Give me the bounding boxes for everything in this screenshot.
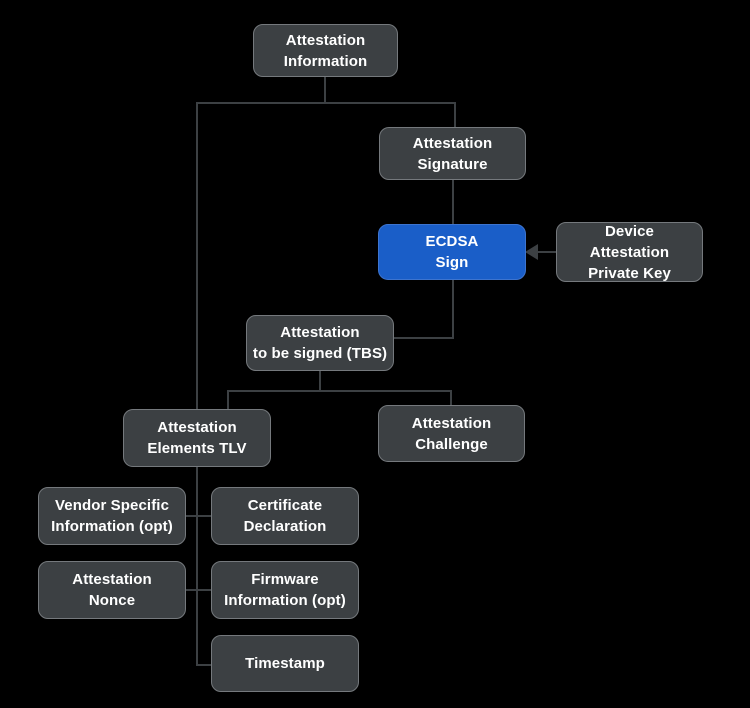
connector-key-ecdsa — [537, 251, 556, 253]
connector-tbs-challenge — [450, 390, 452, 406]
connector-row3-stub — [196, 664, 211, 666]
connector-tbs-split — [227, 390, 452, 392]
node-attestation-tbs: Attestation to be signed (TBS) — [246, 315, 394, 371]
node-timestamp: Timestamp — [211, 635, 359, 692]
node-attestation-nonce: Attestation Nonce — [38, 561, 186, 619]
connector-row1-stub — [186, 515, 211, 517]
connector-to-signature — [454, 102, 456, 128]
node-attestation-challenge: Attestation Challenge — [378, 405, 525, 462]
connector-tbs-stem — [319, 371, 321, 392]
node-device-attestation-private-key: Device Attestation Private Key — [556, 222, 703, 282]
node-certificate-declaration: Certificate Declaration — [211, 487, 359, 545]
arrowhead-left-icon — [525, 244, 538, 260]
connector-ecdsa-down — [452, 280, 454, 339]
connector-children-trunk — [196, 467, 198, 666]
connector-row2-stub — [186, 589, 211, 591]
node-attestation-elements-tlv: Attestation Elements TLV — [123, 409, 271, 467]
node-attestation-information: Attestation Information — [253, 24, 398, 77]
connector-root-stem — [324, 77, 326, 104]
node-ecdsa-sign: ECDSA Sign — [378, 224, 526, 280]
connector-ecdsa-tbs — [394, 337, 454, 339]
node-vendor-specific-information: Vendor Specific Information (opt) — [38, 487, 186, 545]
connector-tbs-elements — [227, 390, 229, 410]
node-firmware-information: Firmware Information (opt) — [211, 561, 359, 619]
connector-root-split — [196, 102, 456, 104]
node-attestation-signature: Attestation Signature — [379, 127, 526, 180]
connector-left-trunk — [196, 102, 198, 410]
connector-signature-ecdsa — [452, 180, 454, 224]
